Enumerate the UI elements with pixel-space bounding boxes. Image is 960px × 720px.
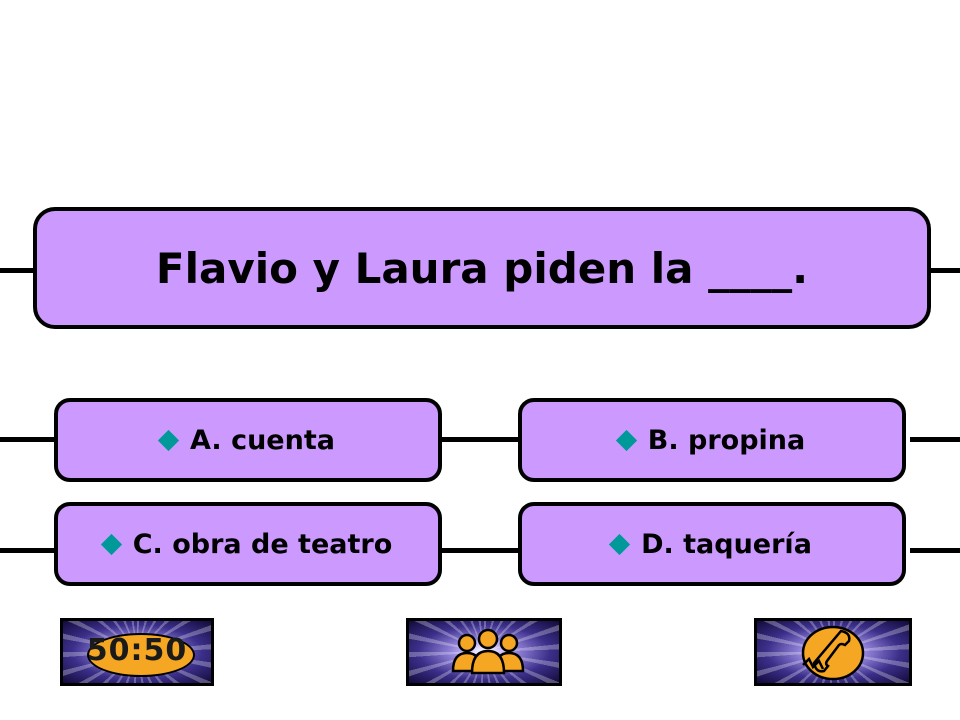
diamond-icon — [100, 533, 122, 555]
fifty-fifty-label: 50:50 — [86, 633, 188, 668]
answer-a-button[interactable]: A. cuenta — [54, 398, 442, 482]
question-text: Flavio y Laura piden la ____. — [155, 243, 809, 293]
question-line-left — [0, 268, 36, 273]
ask-audience-lifeline-button[interactable] — [406, 618, 562, 686]
answer-b-label: B. propina — [647, 424, 806, 456]
phone-friend-lifeline-button[interactable] — [754, 618, 912, 686]
audience-icon — [451, 628, 525, 675]
answer-line-row1-left — [0, 437, 56, 442]
diamond-icon — [615, 429, 637, 451]
answer-line-row1-right — [910, 437, 960, 442]
diamond-icon — [157, 429, 180, 451]
question-line-right — [928, 268, 960, 273]
answer-line-row1-middle — [440, 437, 520, 442]
answer-d-label: D. taquería — [641, 528, 812, 560]
answer-line-row2-left — [0, 548, 56, 553]
answer-a-label: A. cuenta — [190, 424, 335, 456]
answer-c-label: C. obra de teatro — [132, 528, 393, 560]
answer-d-button[interactable]: D. taquería — [518, 502, 906, 586]
answer-c-button[interactable]: C. obra de teatro — [54, 502, 442, 586]
phone-icon — [801, 625, 865, 681]
answer-b-button[interactable]: B. propina — [518, 398, 906, 482]
answer-line-row2-middle — [440, 548, 520, 553]
fifty-fifty-lifeline-button[interactable]: 50:50 — [60, 618, 214, 686]
answer-line-row2-right — [910, 548, 960, 553]
fifty-fifty-icon — [87, 633, 195, 677]
diamond-icon — [608, 533, 631, 555]
question-box: Flavio y Laura piden la ____. — [33, 207, 931, 329]
